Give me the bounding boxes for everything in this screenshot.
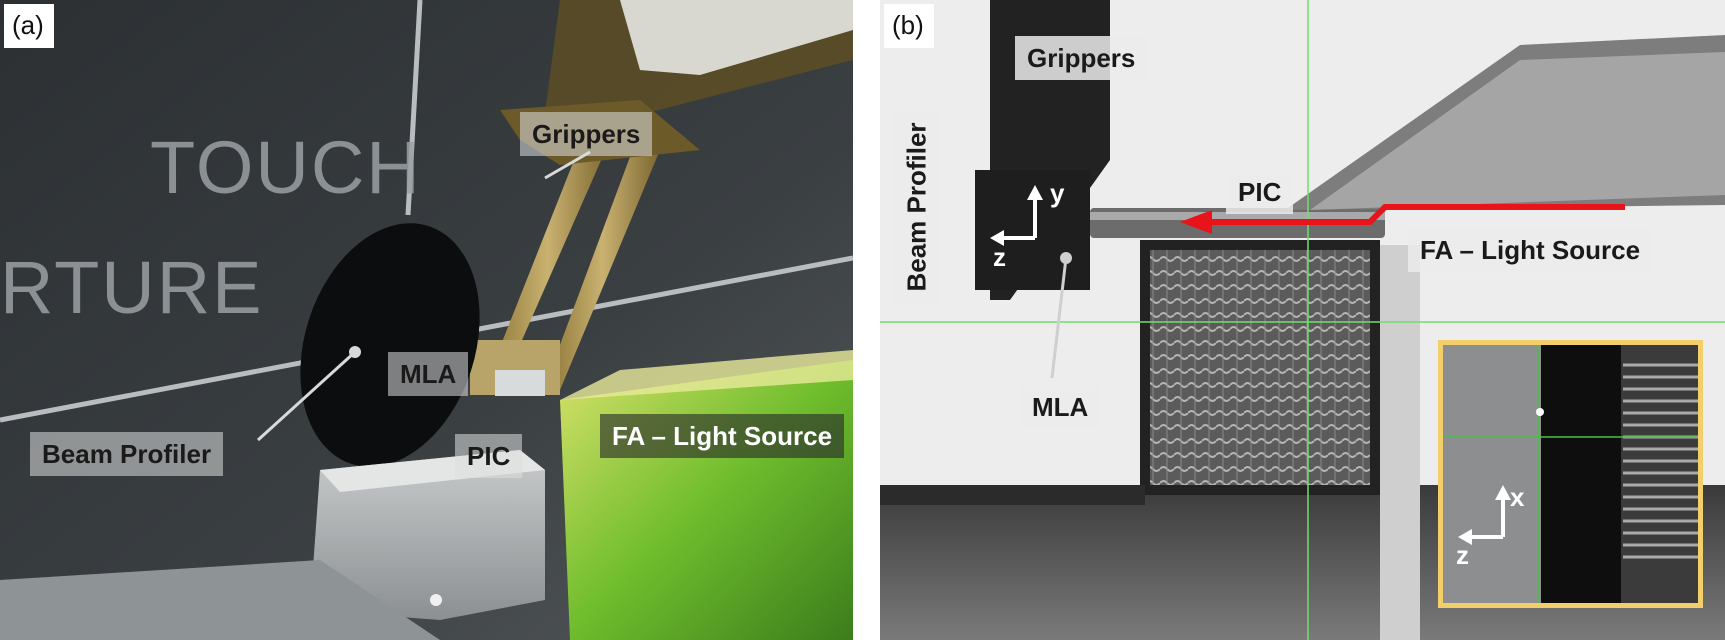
callout-mla-b: MLA [1020,385,1101,429]
panel-label-b: (b) [884,4,934,48]
engraved-panel-text-1: TOUCH [150,126,422,209]
engraved-panel-text-2: RTURE [0,246,264,329]
callout-pic-a: PIC [455,434,523,478]
axis-label-y: y [1050,178,1065,208]
callout-beam-profiler-b: Beam Profiler [894,110,939,304]
inset-axis-label-z: z [1456,540,1469,570]
panel-label-a: (a) [4,4,54,48]
inset-axis-label-x: x [1510,482,1525,512]
callout-fa-light-source-b: FA – Light Source [1408,228,1653,272]
callout-grippers-b: Grippers [1015,36,1148,80]
callout-grippers-a: Grippers [520,112,653,156]
inset-zoom-view [1438,340,1703,608]
callout-fa-light-source-a: FA – Light Source [600,414,845,458]
photo-panel-a: TOUCH RTURE (a) Grippers MLA PIC FA – Li… [0,0,853,640]
microscope-panel-b: (b) Grippers Beam Profiler PIC FA – Ligh… [880,0,1725,640]
axis-label-z: z [993,242,1006,272]
microscope-view-illustration [880,0,1725,640]
inset-illustration [1443,345,1698,603]
callout-beam-profiler-a: Beam Profiler [30,432,224,476]
callout-mla-a: MLA [388,352,469,396]
callout-pic-b: PIC [1226,170,1294,214]
setup-photo-illustration [0,0,853,640]
